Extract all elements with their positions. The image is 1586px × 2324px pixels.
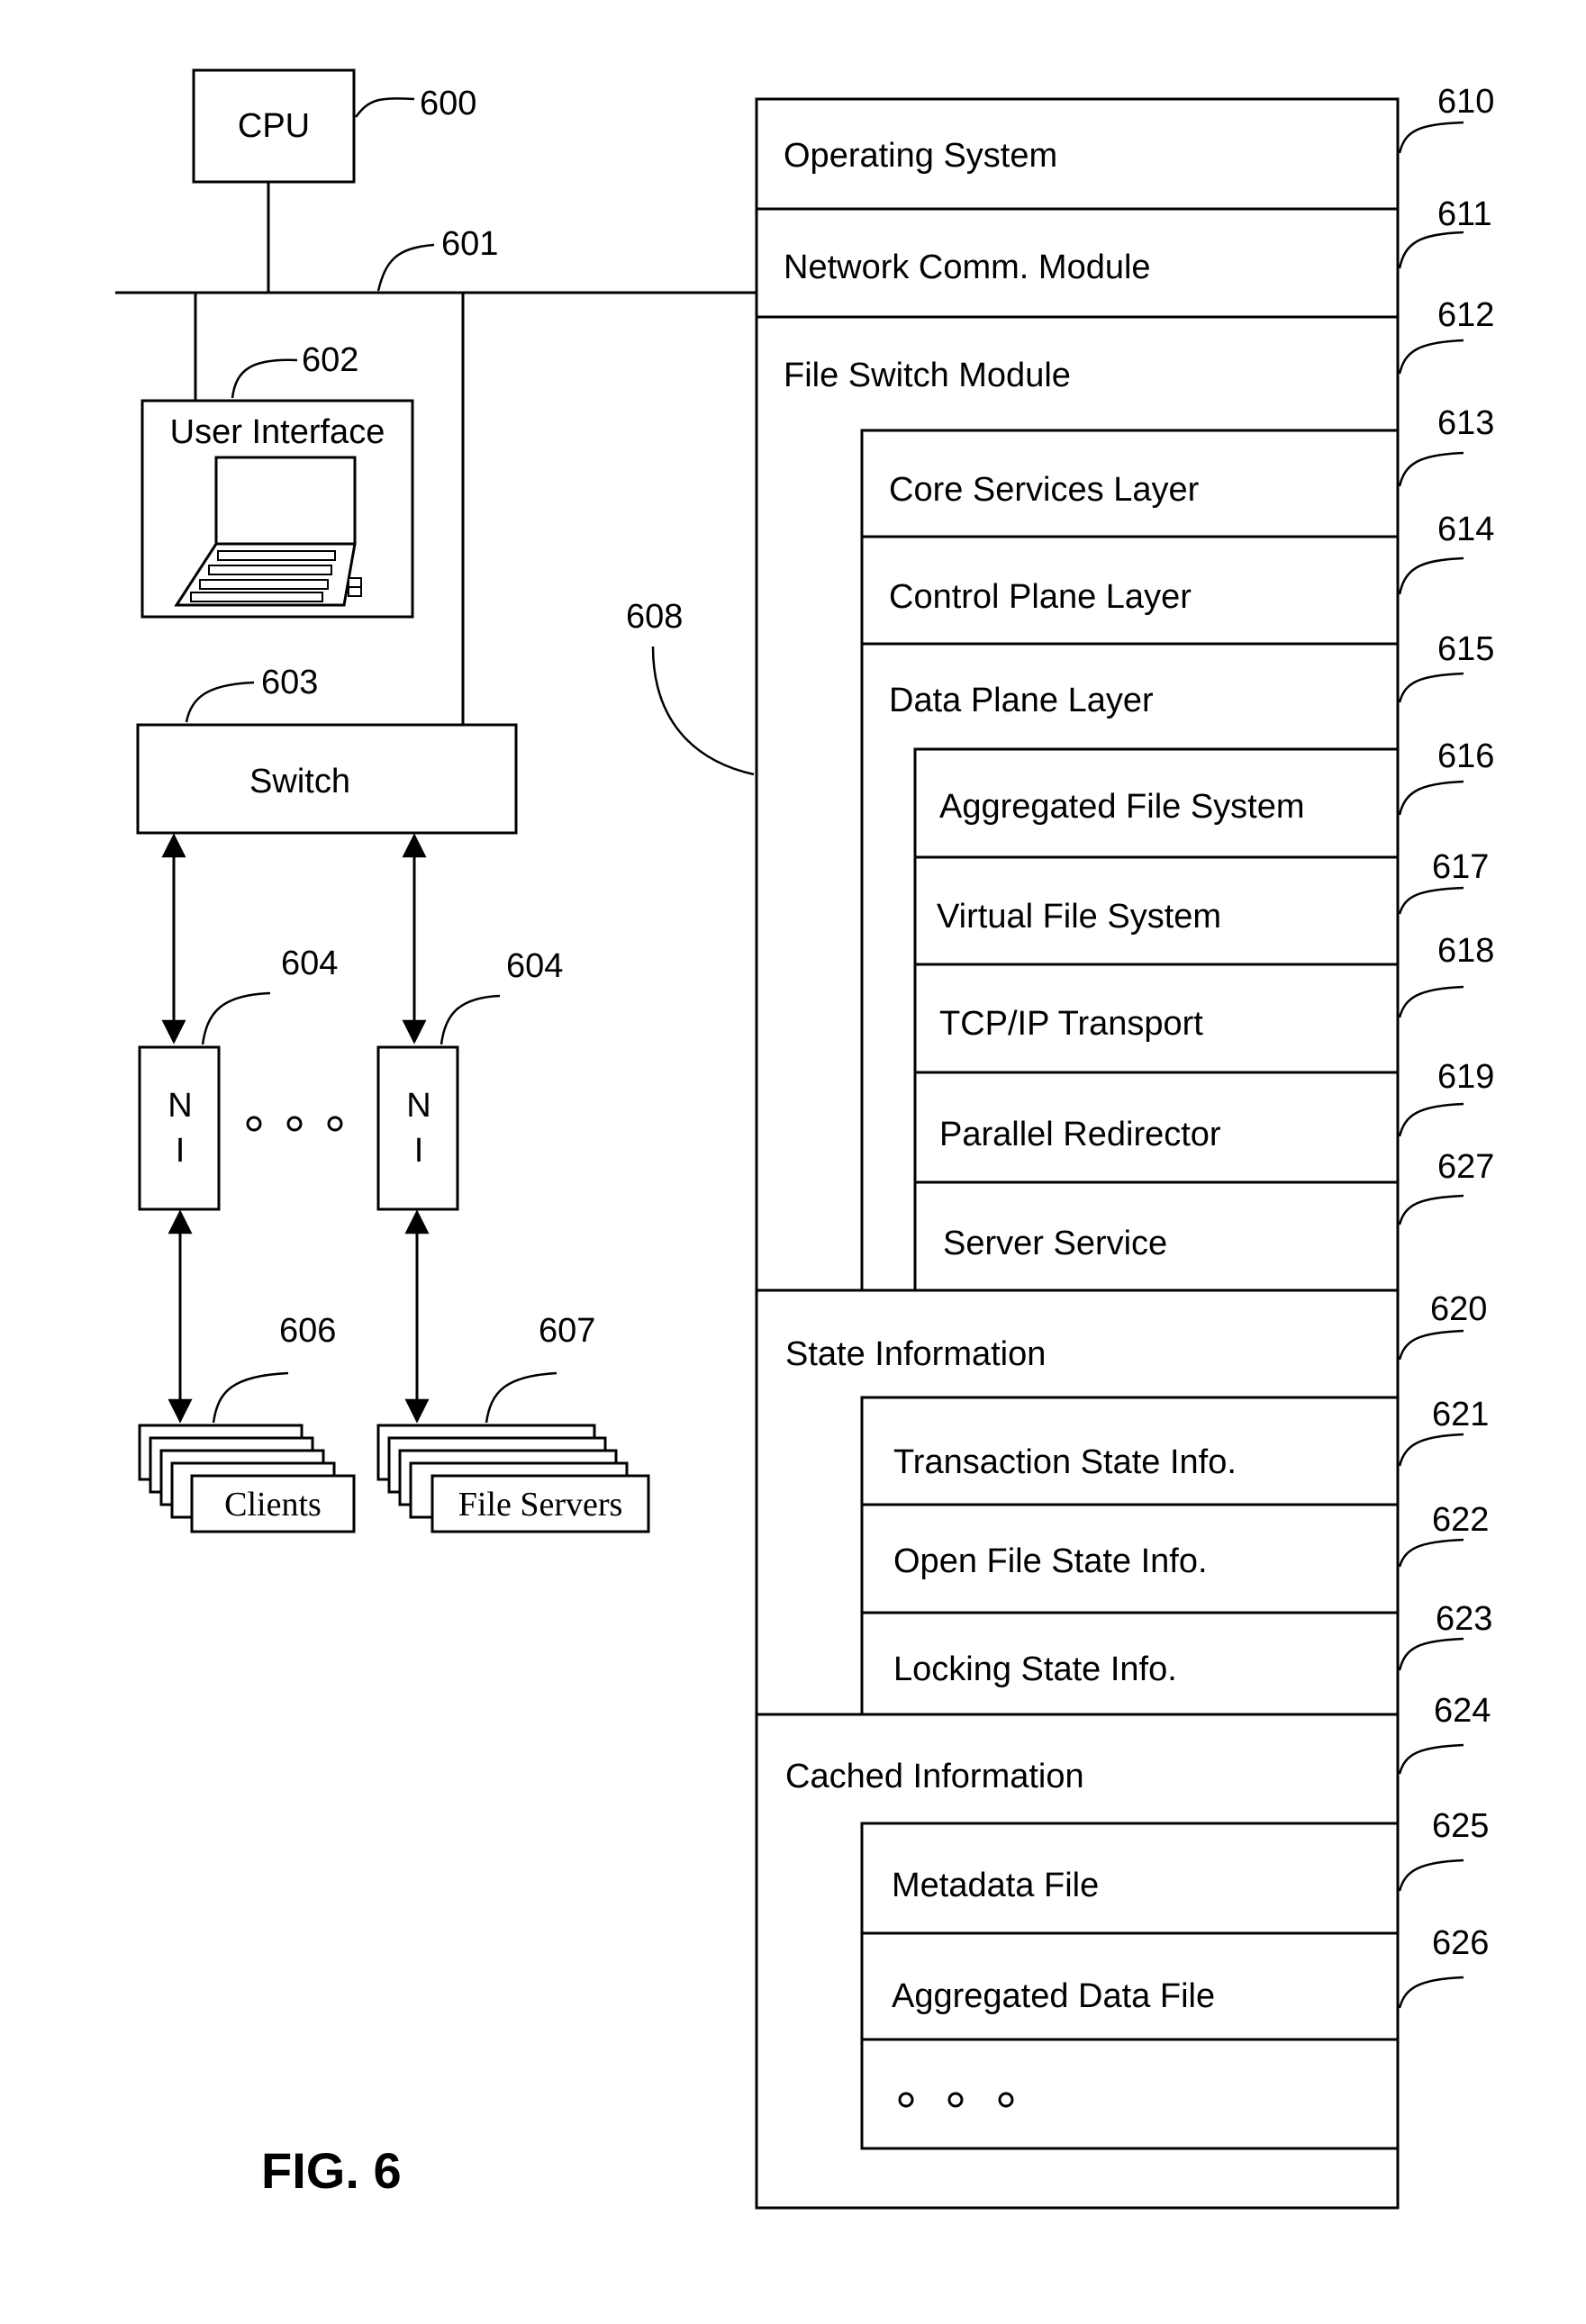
parallel-redirector-label: Parallel Redirector xyxy=(939,1116,1221,1153)
clients-stack: Clients 606 xyxy=(140,1312,354,1532)
switch-label: Switch xyxy=(249,763,350,800)
ref-618: 618 xyxy=(1437,932,1494,970)
metadata-file-label: Metadata File xyxy=(892,1867,1099,1904)
ref-615: 615 xyxy=(1437,630,1494,668)
switch-ref: 603 xyxy=(261,664,318,701)
ni2-ref: 604 xyxy=(506,947,563,985)
ellipsis-dots xyxy=(248,1117,341,1130)
file-switch-module-label: File Switch Module xyxy=(784,357,1071,394)
user-interface-block: User Interface 602 xyxy=(142,341,412,617)
memory-block: 608 Operating System Network Comm. Modul… xyxy=(626,83,1494,2208)
network-interface-2 xyxy=(378,1047,458,1209)
bus-ref: 601 xyxy=(441,225,498,263)
memory-ref: 608 xyxy=(626,598,683,636)
os-label: Operating System xyxy=(784,137,1057,175)
network-interfaces: N I 604 N I 604 xyxy=(140,836,563,1421)
cpu-leader xyxy=(356,98,414,117)
ni1-ref: 604 xyxy=(281,945,338,982)
tcp-ip-transport-label: TCP/IP Transport xyxy=(939,1005,1203,1043)
aggregated-data-file-label: Aggregated Data File xyxy=(892,1977,1215,2015)
ref-623: 623 xyxy=(1436,1600,1492,1638)
clients-ref: 606 xyxy=(279,1312,336,1350)
file-servers-ref: 607 xyxy=(539,1312,595,1350)
clients-label: Clients xyxy=(224,1486,322,1524)
ref-616: 616 xyxy=(1437,737,1494,775)
switch-block: Switch 603 xyxy=(138,664,516,833)
ni2-label-line1: N xyxy=(406,1087,430,1125)
ref-622: 622 xyxy=(1432,1501,1489,1539)
ref-614: 614 xyxy=(1437,511,1494,548)
figure-label: FIG. 6 xyxy=(261,2142,402,2199)
open-file-state-info-label: Open File State Info. xyxy=(893,1542,1208,1580)
ui-ref: 602 xyxy=(302,341,358,379)
cpu-ref: 600 xyxy=(420,85,476,122)
transaction-state-info-label: Transaction State Info. xyxy=(893,1443,1237,1481)
network-interface-1 xyxy=(140,1047,219,1209)
ni2-leader xyxy=(441,996,500,1044)
cpu-label: CPU xyxy=(238,107,310,145)
cpu-block: CPU 600 xyxy=(194,70,476,182)
network-comm-module-label: Network Comm. Module xyxy=(784,249,1151,286)
control-plane-layer-label: Control Plane Layer xyxy=(889,578,1192,616)
bus-leader xyxy=(378,245,434,291)
ref-612: 612 xyxy=(1437,296,1494,334)
ref-627: 627 xyxy=(1437,1148,1494,1186)
ref-620: 620 xyxy=(1430,1290,1487,1328)
ref-626: 626 xyxy=(1432,1924,1489,1962)
ref-619: 619 xyxy=(1437,1058,1494,1096)
state-information-label: State Information xyxy=(785,1335,1046,1373)
clients-leader xyxy=(213,1373,288,1423)
ni1-label-line2: I xyxy=(176,1132,186,1170)
file-servers-leader xyxy=(486,1373,557,1423)
switch-leader xyxy=(186,683,254,722)
aggregated-file-system-label: Aggregated File System xyxy=(939,788,1305,826)
locking-state-info-label: Locking State Info. xyxy=(893,1650,1177,1688)
memory-ref-numbers: 610 611 612 613 614 615 616 617 618 619 … xyxy=(1430,83,1494,1962)
core-services-layer-label: Core Services Layer xyxy=(889,471,1200,509)
ni1-label-line1: N xyxy=(168,1087,192,1125)
virtual-file-system-label: Virtual File System xyxy=(937,898,1221,936)
ref-624: 624 xyxy=(1434,1692,1491,1730)
ni1-leader xyxy=(203,993,270,1044)
file-servers-label: File Servers xyxy=(458,1486,623,1524)
ui-leader xyxy=(232,360,297,398)
file-servers-stack: File Servers 607 xyxy=(378,1312,648,1532)
ref-611: 611 xyxy=(1437,195,1492,233)
ref-621: 621 xyxy=(1432,1396,1489,1433)
ref-613: 613 xyxy=(1437,404,1494,442)
memory-leader xyxy=(653,647,754,774)
ni2-label-line2: I xyxy=(414,1132,424,1170)
user-interface-label: User Interface xyxy=(170,413,385,451)
ref-625: 625 xyxy=(1432,1807,1489,1845)
server-service-label: Server Service xyxy=(943,1225,1167,1262)
ref-617: 617 xyxy=(1432,848,1489,886)
data-plane-layer-label: Data Plane Layer xyxy=(889,682,1154,719)
ref-610: 610 xyxy=(1437,83,1494,121)
cached-information-label: Cached Information xyxy=(785,1758,1084,1795)
